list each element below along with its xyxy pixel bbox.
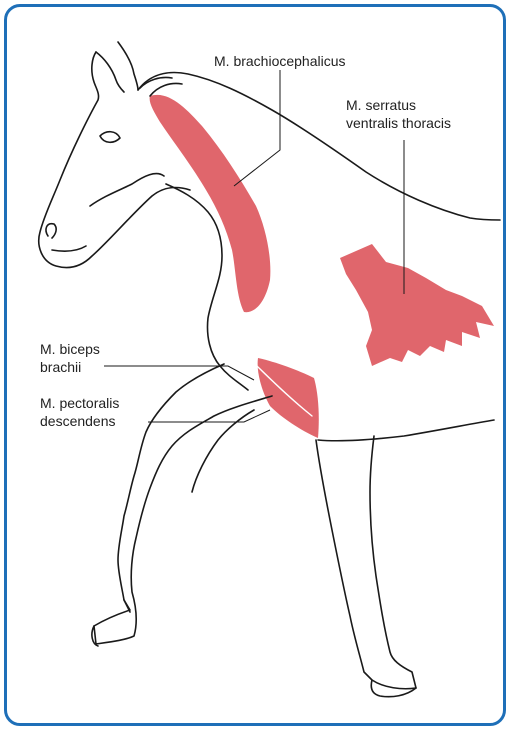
label-pectoralis-line1: M. pectoralis	[40, 394, 119, 412]
horse-eye	[100, 132, 120, 143]
horse-front-leg-raised	[94, 364, 272, 644]
label-serratus-line1: M. serratus	[346, 96, 416, 114]
label-biceps-line1: M. biceps	[40, 340, 100, 358]
leader-brachiocephalicus	[234, 70, 280, 186]
horse-mane	[140, 77, 182, 96]
brachiocephalicus-muscle	[150, 95, 271, 312]
horse-jaw	[90, 174, 164, 206]
horse-ear-right	[118, 42, 138, 90]
horse-mouth	[52, 246, 86, 251]
horse-belly	[318, 420, 494, 441]
label-brachiocephalicus: M. brachiocephalicus	[214, 52, 346, 70]
horse-nostril	[46, 224, 56, 238]
horse-front-leg-support	[316, 436, 416, 689]
label-serratus-line2: ventralis thoracis	[346, 114, 451, 132]
label-biceps-line2: brachii	[40, 358, 81, 376]
serratus-ventralis-thoracis-muscle	[340, 244, 494, 366]
horse-ear-left	[96, 52, 124, 92]
label-pectoralis-line2: descendens	[40, 412, 116, 430]
